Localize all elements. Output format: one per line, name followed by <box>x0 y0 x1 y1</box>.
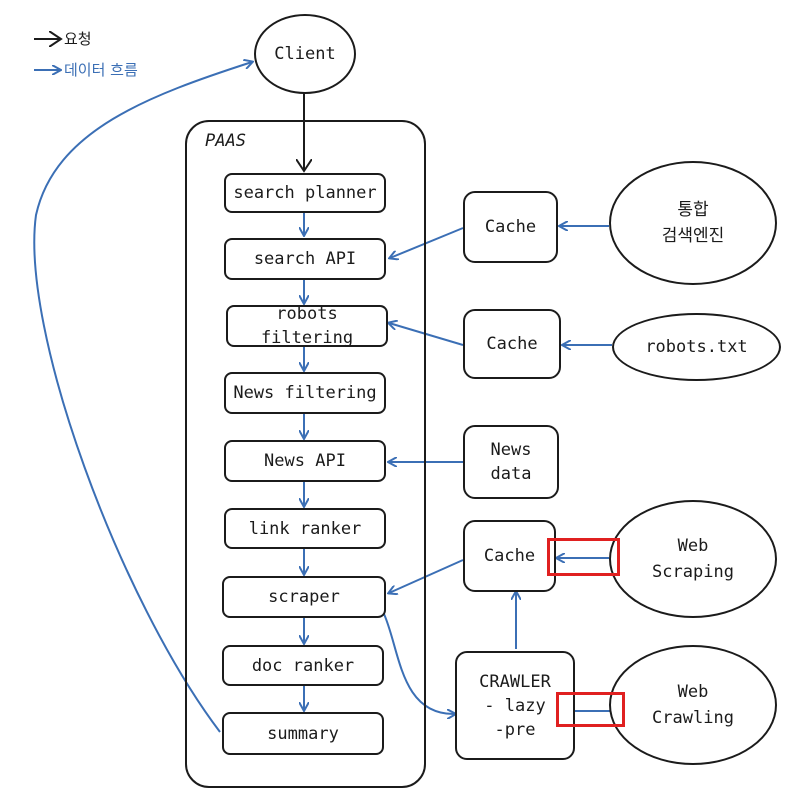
legend-data-flow-label: 데이터 흐름 <box>64 61 138 79</box>
doc-ranker-step: doc ranker <box>222 645 384 686</box>
robots-txt-node: robots.txt <box>612 313 781 381</box>
integrated-search-engine-node: 통합 검색엔진 <box>609 161 777 285</box>
paas-container <box>185 120 426 788</box>
flow-arrow-cache-to-robots-filtering <box>389 323 464 346</box>
robots-filtering-step: robots filtering <box>226 304 388 348</box>
search-api-step: search API <box>224 238 386 280</box>
flow-arrow-scraper-to-crawler <box>383 613 455 714</box>
summary-step: summary <box>222 712 384 755</box>
news-data-node: News data <box>463 425 559 499</box>
search-cache-node: Cache <box>463 191 558 263</box>
news-filtering-step: News filtering <box>224 372 386 414</box>
news-api-step: News API <box>224 440 386 482</box>
paas-title: PAAS <box>205 131 246 151</box>
crawler-node: CRAWLER - lazy -pre <box>455 651 575 760</box>
robots-cache-node: Cache <box>463 309 561 379</box>
web-crawling-node: Web Crawling <box>609 645 777 765</box>
legend-request-label: 요청 <box>64 30 92 48</box>
flow-arrow-summary-to-client <box>33 62 252 733</box>
scraper-step: scraper <box>222 576 386 618</box>
link-ranker-step: link ranker <box>224 508 386 549</box>
web-scraping-arrow-highlight <box>547 538 620 576</box>
web-crawling-arrow-highlight <box>556 692 625 727</box>
web-scraping-node: Web Scraping <box>609 500 777 618</box>
client-node: Client <box>254 14 356 94</box>
flow-arrow-cache-to-search-api <box>390 227 464 258</box>
web-cache-node: Cache <box>463 520 556 592</box>
flow-arrow-cache-to-scraper <box>389 559 464 593</box>
search-planner-step: search planner <box>224 173 386 213</box>
